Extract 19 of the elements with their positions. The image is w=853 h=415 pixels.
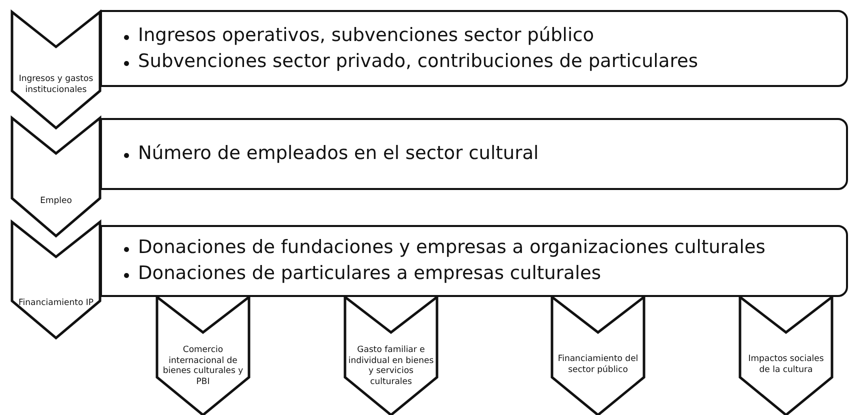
chevron-shape — [12, 118, 100, 236]
chevron-shape — [12, 222, 100, 338]
chevron-shape — [345, 297, 437, 415]
chevron-label: Impactos sociales de la cultura — [747, 354, 825, 376]
chevron-shape — [740, 297, 832, 415]
chevron-shape — [157, 297, 249, 415]
bullet-text: Subvenciones sector privado, contribuciones de particulares — [124, 48, 846, 74]
chevron-label: Financiamiento del sector público — [556, 354, 640, 376]
chevron-label: Empleo — [39, 196, 73, 207]
bullet-text: Número de empleados en el sector cultural — [124, 141, 846, 167]
bullet-text: Ingresos operativos, subvenciones sector público — [124, 22, 846, 48]
chevron-label: Comercio internacional de bienes culturales y PBI — [162, 345, 244, 388]
chevron-label: Gasto familiar e individual en bienes y servicios culturales — [347, 345, 435, 388]
chevron-shape — [12, 12, 100, 128]
chevron-label: Ingresos y gastos institucionales — [18, 74, 94, 96]
bullet-text: Donaciones de particulares a empresas culturales — [124, 261, 846, 287]
chevron-label: Financiamiento IP — [18, 298, 94, 309]
chevron-shape — [552, 297, 644, 415]
bullet-text: Donaciones de fundaciones y empresas a organizaciones culturales — [124, 235, 846, 261]
